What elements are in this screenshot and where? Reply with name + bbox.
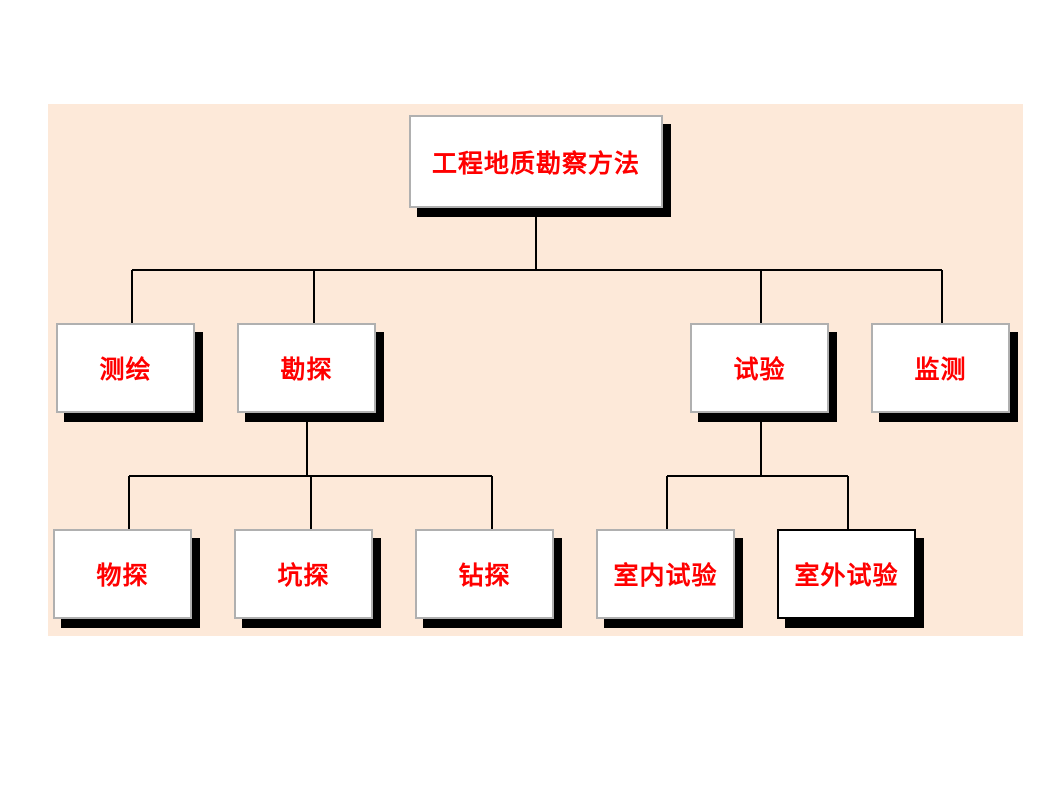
root-node: 工程地质勘察方法 (409, 115, 663, 208)
node-kantan: 勘探 (237, 323, 376, 413)
node-kengtan-label: 坑探 (277, 561, 330, 590)
node-kengtan: 坑探 (234, 529, 373, 619)
node-jiance-label: 监测 (914, 355, 967, 384)
root-node-label: 工程地质勘察方法 (431, 148, 640, 178)
node-outdoor-test-label: 室外试验 (794, 561, 899, 590)
node-jiance: 监测 (871, 323, 1010, 413)
node-wutan-label: 物探 (96, 561, 149, 590)
node-shiyan-label: 试验 (733, 355, 786, 384)
node-cehui: 测绘 (56, 323, 195, 413)
node-zuantan: 钻探 (415, 529, 554, 619)
node-cehui-label: 测绘 (99, 355, 152, 384)
node-indoor-test: 室内试验 (596, 529, 735, 619)
node-shiyan: 试验 (690, 323, 829, 413)
node-zuantan-label: 钻探 (458, 561, 511, 590)
node-kantan-label: 勘探 (280, 355, 333, 384)
node-indoor-test-label: 室内试验 (613, 561, 718, 590)
node-wutan: 物探 (53, 529, 192, 619)
node-outdoor-test: 室外试验 (777, 529, 916, 619)
